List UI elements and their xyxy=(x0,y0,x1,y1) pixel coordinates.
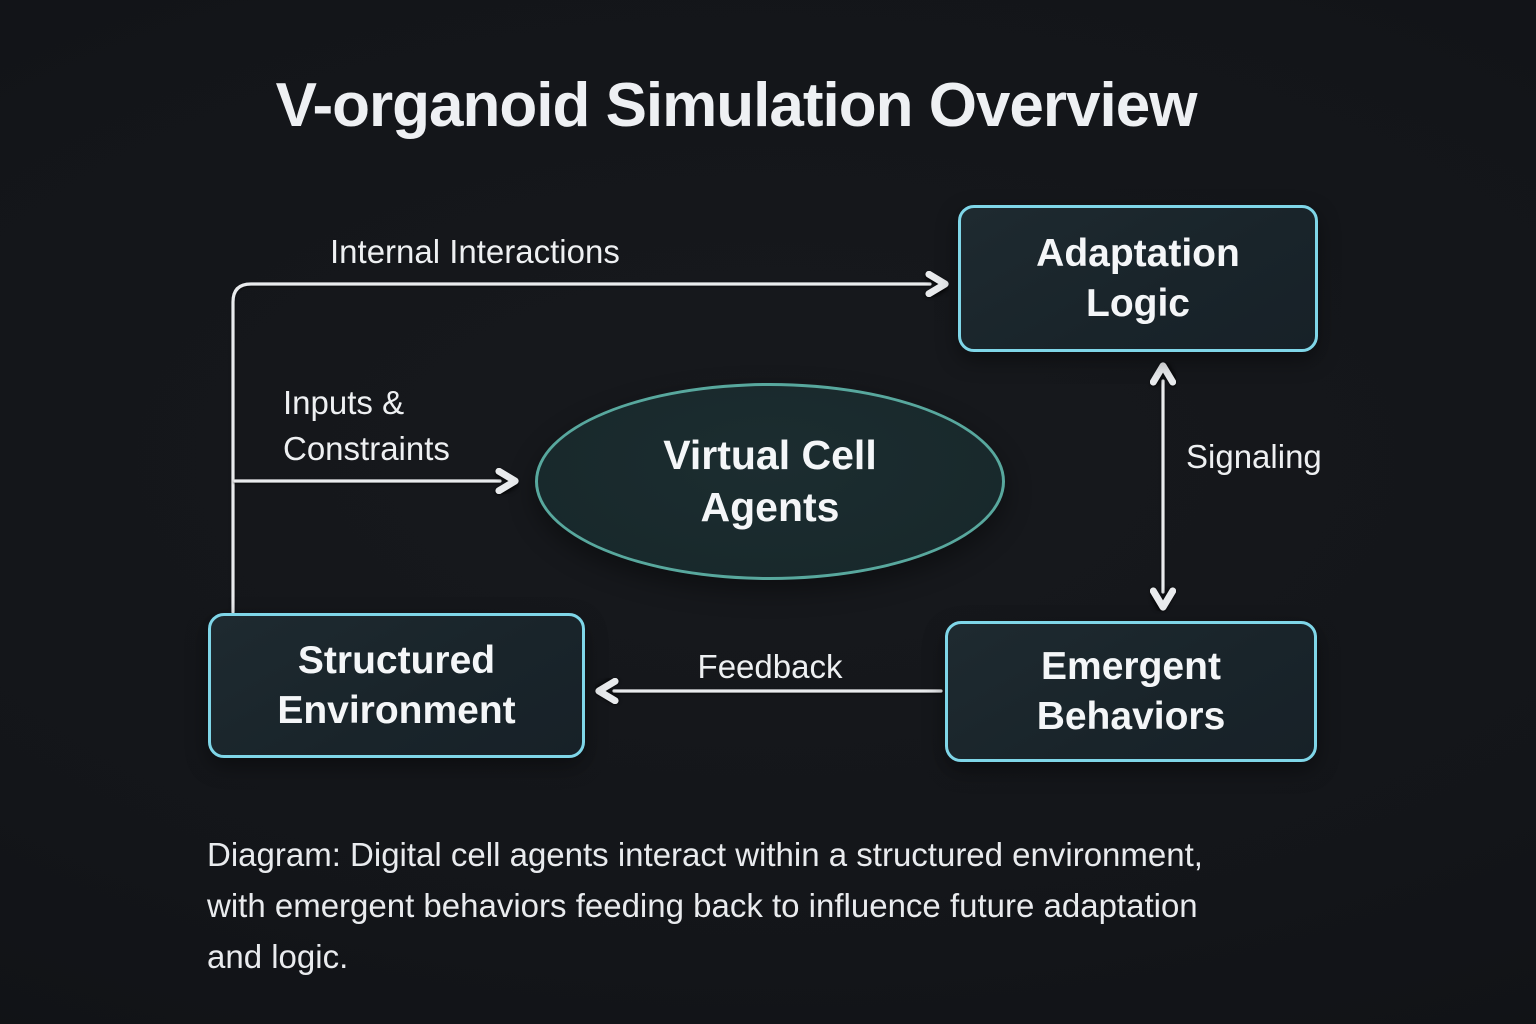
label-inputs-constraints: Inputs & Constraints xyxy=(283,384,450,467)
node-virtual-cell-agents: Virtual Cell Agents xyxy=(535,383,1005,580)
node-adaptation-logic: Adaptation Logic xyxy=(958,205,1318,352)
node-virtual-cell-agents-label: Virtual Cell Agents xyxy=(663,431,877,530)
node-emergent-behaviors: Emergent Behaviors xyxy=(945,621,1317,762)
caption-line: and logic. xyxy=(207,938,349,975)
label-signaling: Signaling xyxy=(1186,438,1322,475)
label-internal-interactions: Internal Interactions xyxy=(330,233,620,270)
node-structured-environment: Structured Environment xyxy=(208,613,585,758)
caption-line: Diagram: Digital cell agents interact wi… xyxy=(207,836,1203,873)
diagram-caption: Diagram: Digital cell agents interact wi… xyxy=(207,829,1467,982)
node-emergent-behaviors-label: Emergent Behaviors xyxy=(1036,645,1226,738)
internal-interactions-connector xyxy=(231,284,930,614)
node-structured-environment-label: Structured Environment xyxy=(277,639,516,732)
node-adaptation-logic-label: Adaptation Logic xyxy=(1036,232,1240,325)
page-title: V-organoid Simulation Overview xyxy=(275,71,1198,140)
label-feedback: Feedback xyxy=(697,648,843,685)
caption-line: with emergent behaviors feeding back to … xyxy=(207,887,1198,924)
